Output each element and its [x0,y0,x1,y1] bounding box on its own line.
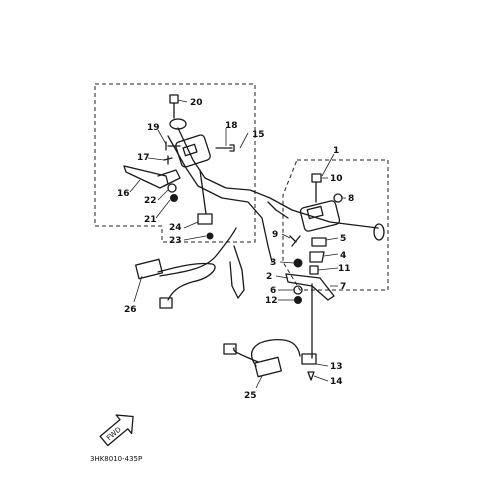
part-label-24: 24 [169,223,182,233]
part-label-14: 14 [330,377,343,387]
screw-9 [289,235,301,247]
switch-25 [254,356,282,378]
handlebar-tube-lower [167,135,273,263]
screw-8 [333,193,343,203]
harness-26-wire [157,262,216,301]
part-label-11: 11 [338,264,351,274]
leader-lines [129,99,346,389]
part-label-4: 4 [340,251,346,261]
part-label-20: 20 [190,98,203,108]
nut-12 [294,296,302,304]
nut-21 [170,194,178,202]
screw-17 [163,155,173,165]
washer-22 [167,183,177,193]
handlebar-end [373,223,385,241]
connector-25 [223,343,237,355]
part-label-2: 2 [266,272,272,282]
part-label-16: 16 [117,189,130,199]
switch-26 [135,258,163,280]
assembly-outline-right [282,159,389,291]
cable-holder-4 [309,251,325,263]
part-label-17: 17 [137,153,150,163]
left-lever [123,165,169,189]
left-cable [199,169,207,215]
part-label-25: 25 [244,391,257,401]
part-label-18: 18 [225,121,238,131]
part-label-12: 12 [265,296,278,306]
harness-26-wire-b [159,227,237,277]
washer-3 [293,258,303,268]
part-label-6: 6 [270,286,276,296]
bolt-18 [215,144,235,152]
drawing-code: 3HK8010-435P [90,455,142,463]
handlebar-end-left [169,118,187,130]
part-label-9: 9 [272,230,278,240]
bolt-19 [165,141,181,151]
clamp-24 [197,213,213,225]
part-label-8: 8 [348,194,354,204]
part-label-26: 26 [124,305,137,315]
assembly-outline-left [94,83,256,243]
left-switch-housing [175,134,211,168]
screw-23 [206,232,214,240]
part-label-7: 7 [340,282,346,292]
screw-14 [307,371,315,381]
part-label-5: 5 [340,234,346,244]
part-label-21: 21 [144,215,157,225]
right-lever-2 [285,273,335,301]
part-label-19: 19 [147,123,160,133]
part-label-1: 1 [333,146,339,156]
nut-11 [309,265,319,275]
clamp-13 [301,353,317,365]
right-switch-housing [299,200,341,232]
bracket-5 [311,237,327,247]
left-lever-pivot [157,169,181,187]
part-label-22: 22 [144,196,157,206]
part-label-3: 3 [270,258,276,268]
grip-lever [229,245,245,299]
fwd-arrow-icon: FWD [99,414,134,447]
harness-25-wire [251,338,301,367]
handlebar-tube-inner [267,201,289,219]
part-label-13: 13 [330,362,343,372]
bolt-20 [169,94,179,104]
part-label-10: 10 [330,174,343,184]
harness-25-wire-b [233,347,259,363]
right-switch-cap [306,205,324,220]
bolt-10 [311,173,322,183]
part-label-23: 23 [169,236,182,246]
left-switch-button [182,143,198,157]
connector-26 [159,297,173,309]
handlebar-tube [177,127,379,229]
part-label-15: 15 [252,130,265,140]
